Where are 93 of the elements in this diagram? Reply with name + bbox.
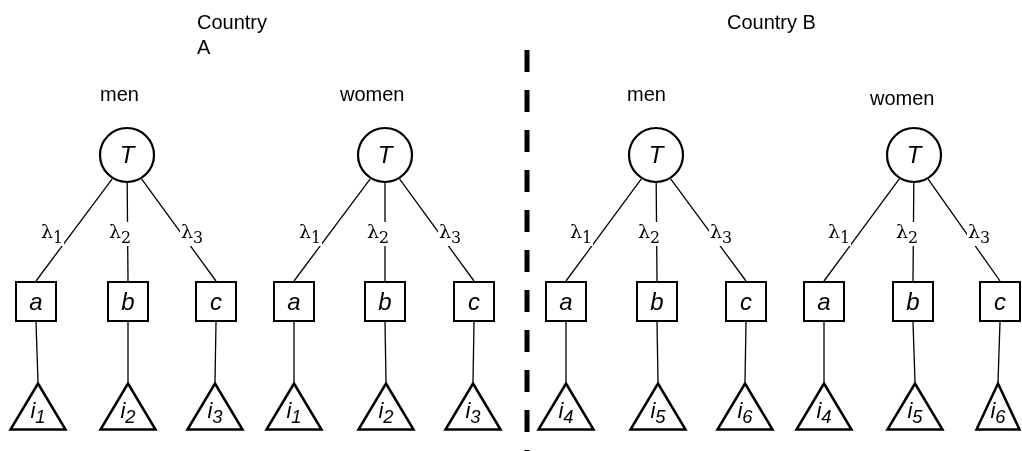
connector-line — [565, 321, 567, 383]
connector-line — [398, 178, 475, 282]
indicator-triangle — [886, 382, 944, 431]
node-label: T — [648, 143, 664, 167]
connector-line — [35, 178, 113, 282]
node-label: b — [121, 289, 135, 314]
connector-line — [214, 321, 217, 383]
edge-label: λ$_{1}$ — [298, 222, 323, 246]
edge-label: λ$_{3}$ — [438, 222, 463, 246]
connector-line — [472, 321, 475, 383]
item-box — [545, 281, 587, 322]
item-box — [195, 281, 237, 322]
node-label: i$_{3}$ — [465, 400, 481, 427]
connector-line — [823, 321, 825, 383]
indicator-triangle — [716, 382, 774, 431]
item-box — [364, 281, 406, 322]
subgroup-heading: women — [340, 82, 406, 107]
node-label: i$_{6}$ — [990, 400, 1006, 427]
node-label: i$_{5}$ — [650, 400, 666, 427]
indicator-triangle — [975, 382, 1021, 431]
node-label: b — [650, 289, 664, 314]
item-box — [107, 281, 149, 322]
edge-label: λ$_{1}$ — [569, 222, 594, 246]
edge-label: λ$_{2}$ — [108, 222, 133, 246]
node-label: T — [377, 143, 393, 167]
connector-line — [744, 321, 747, 383]
indicator-triangle — [265, 382, 323, 431]
connector-line — [656, 321, 659, 383]
node-label: i$_{1}$ — [286, 400, 302, 427]
item-box — [636, 281, 678, 322]
node-label: i$_{4}$ — [816, 400, 832, 427]
edge-label: λ$_{1}$ — [40, 222, 65, 246]
node-label: c — [740, 289, 752, 314]
node-label: b — [906, 289, 920, 314]
item-box — [803, 281, 845, 322]
edge-label: λ$_{1}$ — [827, 222, 852, 246]
connector-line — [927, 178, 1001, 282]
node-label: c — [210, 289, 222, 314]
indicator-triangle — [795, 382, 853, 431]
connector-line — [35, 321, 39, 383]
node-label: a — [817, 289, 831, 314]
item-box — [725, 281, 767, 322]
group-heading: Country A — [197, 10, 269, 60]
indicator-triangle — [9, 382, 67, 431]
edge-label: λ$_{2}$ — [895, 222, 920, 246]
indicator-triangle — [629, 382, 687, 431]
edge-label: λ$_{3}$ — [709, 222, 734, 246]
node-label: i$_{5}$ — [907, 400, 923, 427]
node-label: T — [906, 143, 922, 167]
node-label: a — [287, 289, 301, 314]
group-heading: Country B — [727, 10, 817, 35]
connector-line — [912, 321, 916, 383]
item-box — [453, 281, 495, 322]
latent-circle — [99, 127, 155, 183]
node-label: a — [559, 289, 573, 314]
connector-line — [127, 321, 129, 383]
node-label: i$_{4}$ — [558, 400, 574, 427]
node-label: i$_{2}$ — [378, 400, 394, 427]
subgroup-heading: women — [870, 86, 936, 111]
node-label: b — [378, 289, 392, 314]
connector-line — [823, 178, 900, 282]
item-box — [15, 281, 57, 322]
indicator-triangle — [99, 382, 157, 431]
indicator-triangle — [357, 382, 415, 431]
connector-line — [140, 178, 217, 282]
node-label: i$_{6}$ — [737, 400, 753, 427]
item-box — [979, 281, 1021, 322]
connector-line — [384, 321, 387, 383]
edge-label: λ$_{3}$ — [967, 222, 992, 246]
node-label: c — [994, 289, 1006, 314]
edge-label: λ$_{2}$ — [366, 222, 391, 246]
node-label: i$_{1}$ — [30, 400, 46, 427]
connector-line — [565, 178, 642, 282]
edge-label: λ$_{2}$ — [637, 222, 662, 246]
connector-line — [293, 321, 295, 383]
edge-label: λ$_{3}$ — [180, 222, 205, 246]
indicator-triangle — [186, 382, 244, 431]
node-label: i$_{3}$ — [207, 400, 223, 427]
subgroup-heading: men — [100, 82, 140, 107]
connector-line — [997, 321, 1001, 383]
node-label: i$_{2}$ — [120, 400, 136, 427]
node-label: c — [468, 289, 480, 314]
subgroup-heading: men — [627, 82, 667, 107]
indicator-triangle — [444, 382, 502, 431]
item-box — [892, 281, 934, 322]
latent-circle — [357, 127, 413, 183]
node-label: a — [29, 289, 43, 314]
latent-circle — [628, 127, 684, 183]
item-box — [273, 281, 315, 322]
node-label: T — [119, 143, 135, 167]
latent-circle — [886, 127, 942, 183]
connector-line — [293, 178, 371, 282]
indicator-triangle — [537, 382, 595, 431]
